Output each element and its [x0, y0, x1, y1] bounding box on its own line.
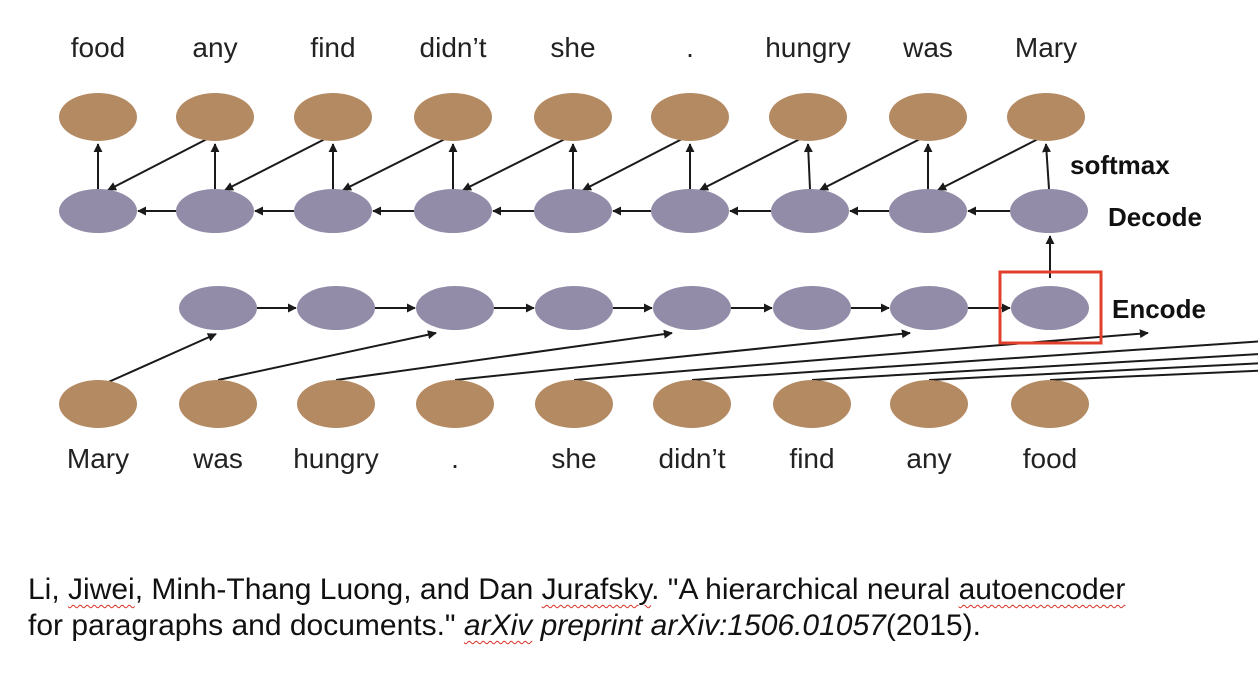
output-word-label: she: [550, 32, 595, 63]
output-feedback-arrow: [937, 138, 1039, 191]
decoder-node: [534, 189, 612, 233]
decoder-node: [59, 189, 137, 233]
decoder-node: [651, 189, 729, 233]
output-feedback-arrow: [582, 138, 683, 191]
input-word-node: [179, 380, 257, 428]
decoder-to-output-arrow: [803, 143, 813, 190]
encoder-node: [179, 286, 257, 330]
encoder-node: [653, 286, 731, 330]
encoder-node: [773, 286, 851, 330]
output-word-label: food: [71, 32, 126, 63]
decoder-node: [414, 189, 492, 233]
output-word-label: Mary: [1015, 32, 1077, 63]
input-to-encoder-arrow: [217, 330, 437, 381]
citation-text: . "A hierarchical neural: [651, 573, 959, 606]
input-to-encoder-arrow: [573, 329, 1149, 381]
encoder-node: [297, 286, 375, 330]
encoder-node: [1011, 286, 1089, 330]
output-word-label: was: [902, 32, 953, 63]
highlight-box: [998, 270, 1103, 345]
output-word-node: [176, 93, 254, 141]
input-to-encoder-arrow: [691, 340, 1258, 381]
output-feedback-arrow: [462, 138, 566, 191]
output-word-node: [651, 93, 729, 141]
citation-journal-arxiv: arXiv: [463, 609, 533, 642]
arrows-layer: [93, 138, 1258, 385]
input-word-node: [59, 380, 137, 428]
nodes-layer: [59, 93, 1089, 428]
output-word-node: [1007, 93, 1085, 141]
input-to-encoder-arrow: [335, 329, 673, 381]
input-word-label: didn’t: [659, 443, 726, 474]
input-to-encoder-arrow: [103, 333, 217, 385]
citation-line-1: Li, Jiwei, Minh-Thang Luong, and Dan Jur…: [28, 572, 1250, 608]
encoder-node: [535, 286, 613, 330]
output-word-label: any: [192, 32, 237, 63]
output-feedback-arrow: [699, 138, 801, 191]
citation-text: , Minh-Thang Luong, and Dan: [134, 573, 542, 606]
output-word-node: [769, 93, 847, 141]
output-word-node: [414, 93, 492, 141]
decoder-node: [1010, 189, 1088, 233]
output-word-node: [294, 93, 372, 141]
softmax-label: softmax: [1070, 150, 1170, 180]
input-word-label: she: [551, 443, 596, 474]
input-word-node: [653, 380, 731, 428]
citation-journal: preprint arXiv:1506.01057: [532, 609, 886, 642]
output-feedback-arrow: [224, 138, 326, 191]
decoder-to-output-arrow: [1042, 143, 1052, 190]
decoder-node: [771, 189, 849, 233]
input-word-node: [890, 380, 968, 428]
input-to-encoder-arrow: [1049, 369, 1258, 381]
citation-author-jurafsky: Jurafsky: [541, 573, 652, 606]
encode-label: Encode: [1112, 294, 1206, 324]
encoder-node: [416, 286, 494, 330]
input-word-label: hungry: [293, 443, 379, 474]
output-word-node: [889, 93, 967, 141]
input-word-node: [297, 380, 375, 428]
citation-line-2: for paragraphs and documents." arXiv pre…: [28, 608, 1250, 644]
input-word-node: [535, 380, 613, 428]
output-feedback-arrow: [342, 138, 446, 191]
input-to-encoder-arrow: [811, 353, 1258, 381]
input-to-encoder-arrow: [454, 329, 911, 381]
decoder-node: [889, 189, 967, 233]
input-word-label: was: [192, 443, 243, 474]
decoder-node: [294, 189, 372, 233]
output-feedback-arrow: [819, 138, 921, 191]
output-word-label: find: [310, 32, 355, 63]
output-word-label: didn’t: [420, 32, 487, 63]
output-word-label: .: [686, 32, 694, 63]
citation-year: (2015).: [885, 609, 981, 642]
output-word-label: hungry: [765, 32, 851, 63]
citation-text: for paragraphs and documents.": [28, 609, 464, 642]
input-word-node: [416, 380, 494, 428]
output-word-node: [534, 93, 612, 141]
input-word-label: any: [906, 443, 951, 474]
citation: Li, Jiwei, Minh-Thang Luong, and Dan Jur…: [28, 572, 1250, 644]
decoder-node: [176, 189, 254, 233]
input-word-label: Mary: [67, 443, 129, 474]
decode-label: Decode: [1108, 202, 1202, 232]
input-word-node: [773, 380, 851, 428]
citation-word-autoencoder: autoencoder: [958, 573, 1126, 606]
input-word-label: food: [1023, 443, 1078, 474]
output-feedback-arrow: [107, 138, 208, 191]
input-word-label: .: [451, 443, 459, 474]
encoder-node: [890, 286, 968, 330]
citation-text: Li,: [28, 573, 69, 606]
input-word-node: [1011, 380, 1089, 428]
input-word-label: find: [789, 443, 834, 474]
output-word-node: [59, 93, 137, 141]
input-to-encoder-arrow: [928, 362, 1258, 381]
citation-author-jiwei: Jiwei: [68, 573, 135, 606]
